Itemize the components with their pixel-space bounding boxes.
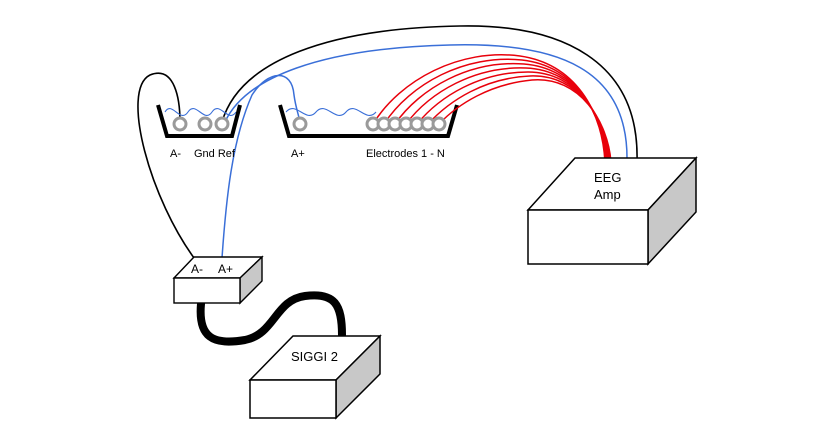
- connector-label-a-minus: A-: [191, 262, 203, 276]
- eeg-amp-box: [526, 156, 698, 266]
- a-plus-blue-wire: [221, 74, 301, 259]
- label-a-minus-tray: A-: [170, 148, 181, 160]
- left-tray: [156, 104, 242, 138]
- electrode-ref: [214, 116, 230, 132]
- label-electrodes: Electrodes 1 - N: [366, 148, 445, 160]
- electrode-a-minus: [172, 116, 188, 132]
- ref-blue-wire: [224, 44, 628, 161]
- siggi-box: [248, 334, 382, 420]
- connector-front: [173, 277, 241, 304]
- siggi-label: SIGGI 2: [291, 349, 338, 364]
- siggi-front: [249, 379, 337, 419]
- electrode-7: [431, 116, 447, 132]
- electrode-wire-bundle: [372, 54, 612, 163]
- electrode-a-plus: [292, 116, 308, 132]
- connector-label-a-plus: A+: [218, 262, 233, 276]
- connector-box: [172, 255, 264, 305]
- electrode-wire-6: [427, 75, 611, 163]
- electrode-gnd: [197, 116, 213, 132]
- a-minus-black-wire: [137, 72, 198, 263]
- ref-black-wire: [221, 25, 638, 163]
- electrode-wire-7: [438, 79, 612, 163]
- label-a-plus-tray: A+: [291, 148, 305, 160]
- eeg-amp-label-line1: EEG: [594, 170, 621, 185]
- eeg-amp-front: [527, 209, 649, 265]
- label-gnd-ref: Gnd Ref: [194, 148, 236, 160]
- gel-wave-left: [164, 108, 237, 116]
- eeg-amp-label-line2: Amp: [594, 187, 621, 202]
- right-tray: [278, 104, 459, 138]
- siggi-cable: [196, 291, 346, 346]
- gel-wave-right: [285, 108, 377, 116]
